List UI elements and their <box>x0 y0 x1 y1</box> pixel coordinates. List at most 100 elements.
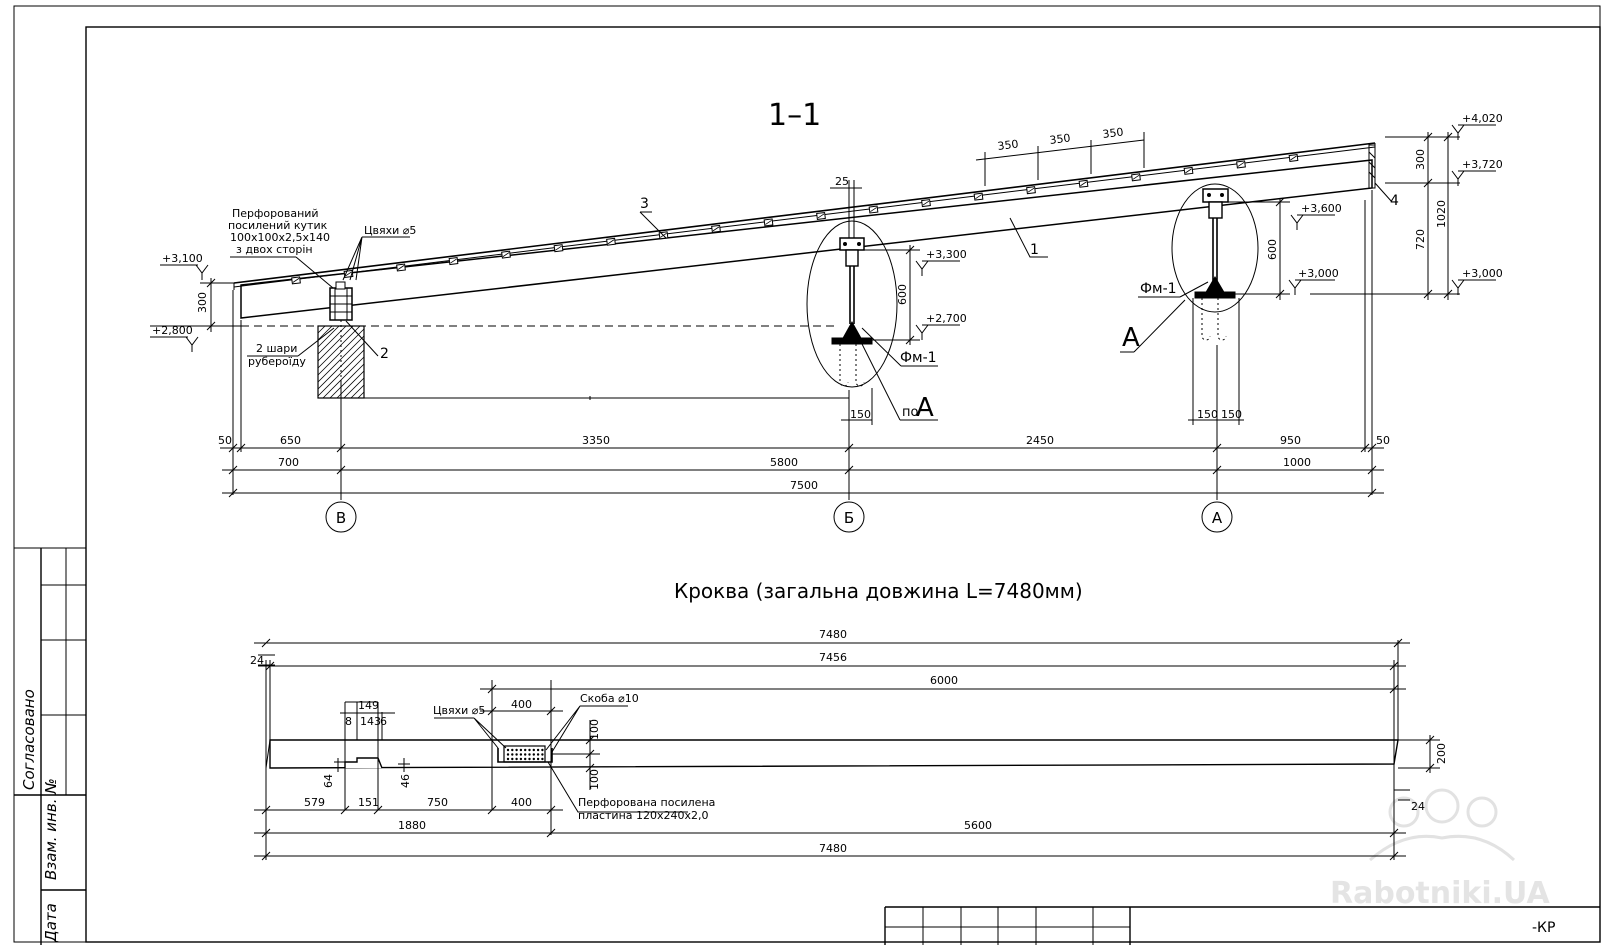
dim-row1-2450: 2450 <box>1026 434 1054 447</box>
bracket-note-2: посилений кутик <box>228 219 328 232</box>
plate-hole <box>519 757 523 761</box>
middle-post <box>806 220 898 388</box>
item-2-label: 2 <box>380 346 389 362</box>
bracket-note-3: 100х100х2,5х140 <box>230 231 330 244</box>
axis-b: Б <box>844 509 854 527</box>
dim-row3-7500: 7500 <box>790 479 818 492</box>
node-a-po-prefix: по <box>902 405 918 420</box>
right-height-dims <box>1310 132 1460 300</box>
batten-mark <box>765 220 772 225</box>
fm1-right-label: Фм-1 <box>1140 281 1177 297</box>
batten-mark <box>817 213 825 219</box>
rafter-dim-143: 143 <box>360 715 381 728</box>
dim-300-left: 300 <box>196 292 209 313</box>
elev-3720: +3,720 <box>1462 158 1503 171</box>
plate-hole <box>524 757 527 761</box>
plate-hole <box>506 757 510 761</box>
batten-mark <box>397 265 405 270</box>
plate-hole <box>541 748 544 752</box>
batten-mark <box>1290 155 1297 161</box>
rafter-dim-46: 46 <box>399 774 412 788</box>
plate-hole <box>515 753 518 756</box>
hatch-line <box>322 356 365 399</box>
plate-hole <box>532 757 535 761</box>
elev-3000-inner: +3,000 <box>1298 267 1339 280</box>
plate-hole <box>532 748 535 752</box>
rafter-dim-6000: 6000 <box>930 674 958 687</box>
plate-hole <box>528 757 531 761</box>
plate-hole <box>524 748 527 752</box>
rafter-dim-6: 6 <box>380 715 387 728</box>
elev-triangle <box>1288 279 1302 289</box>
hatch-line <box>317 325 361 369</box>
rafter-dim-200: 200 <box>1435 743 1448 764</box>
rafter-plate-note-2: пластина 120х240х2,0 <box>578 809 709 822</box>
elev-triangle <box>195 264 209 274</box>
elev-triangle <box>915 324 929 334</box>
rafter-dim-151: 151 <box>358 796 379 809</box>
rafter-dim-7480-bot: 7480 <box>819 842 847 855</box>
axis-v: В <box>336 509 346 527</box>
rafter-dim-100-bot: 100 <box>588 769 601 790</box>
rafter-dim-8: 8 <box>345 715 352 728</box>
dim-720: 720 <box>1414 229 1427 250</box>
plate-hole <box>515 748 518 752</box>
plate-hole <box>519 748 523 752</box>
dim-150-r2: 150 <box>1221 408 1242 421</box>
rafter-dim-7456: 7456 <box>819 651 847 664</box>
nails-note-section: Цвяхи ⌀5 <box>364 224 416 237</box>
rafter-dim-100-top: 100 <box>588 719 601 740</box>
hatch-line <box>317 325 340 348</box>
plate-holes <box>506 748 544 761</box>
dim-tick <box>844 465 854 475</box>
dim-1020: 1020 <box>1435 200 1448 228</box>
rafter-aux-lines <box>258 640 1440 860</box>
hatch-line <box>329 363 365 399</box>
dim-150-right-lines <box>1188 398 1244 425</box>
rafter-dim-5600: 5600 <box>964 819 992 832</box>
rafter-outline <box>265 739 1399 769</box>
batten-mark <box>1080 181 1087 187</box>
batten-mark <box>450 258 457 264</box>
plate-hole <box>511 748 514 752</box>
rafter-dim-579: 579 <box>304 796 325 809</box>
dim-row1-650: 650 <box>280 434 301 447</box>
batten-spacing-dims <box>975 132 1145 186</box>
dim-tick <box>1367 465 1377 475</box>
batten-mark <box>1132 174 1140 180</box>
sloped-rafter <box>233 142 1376 319</box>
rafter-dim-24-left: 24 <box>250 654 264 667</box>
roof-battens <box>291 153 1299 285</box>
fm1-mid-label: Фм-1 <box>900 350 937 366</box>
axis-a: А <box>1212 509 1223 527</box>
dim-tick <box>1212 465 1222 475</box>
watermark-text: Rabotniki.UA <box>1330 876 1550 911</box>
plate-hole <box>528 753 531 756</box>
dim-350-1: 350 <box>997 138 1019 153</box>
plate-hole <box>536 753 540 756</box>
plate-hole <box>515 757 518 761</box>
elev-triangle <box>915 260 929 270</box>
dim-600-mid-lines <box>864 245 920 345</box>
sheet-frame <box>13 5 1601 945</box>
elev-4020: +4,020 <box>1462 112 1503 125</box>
bracket-note-1: Перфорований <box>232 207 319 220</box>
felt-note-2: рубероїду <box>248 355 306 368</box>
rafter-nails-note: Цвяхи ⌀5 <box>433 704 485 717</box>
elev-triangle <box>185 336 199 346</box>
hatch-line <box>343 377 365 399</box>
plate-hole <box>536 748 540 752</box>
elev-3600: +3,600 <box>1301 202 1342 215</box>
dim-600-mid: 600 <box>896 284 909 305</box>
dim-tick <box>228 465 238 475</box>
dim-tick <box>1367 443 1377 453</box>
section-leaders <box>230 182 1393 421</box>
plate-hole <box>536 757 540 761</box>
elev-2700: +2,700 <box>926 312 967 325</box>
dim-row2-700: 700 <box>278 456 299 469</box>
watermark: Rabotniki.UA <box>1330 788 1550 911</box>
right-post <box>1171 183 1259 398</box>
axis-markers <box>325 501 1233 533</box>
hatch-line <box>357 391 365 399</box>
side-agreed-label: Согласовано <box>20 689 38 790</box>
